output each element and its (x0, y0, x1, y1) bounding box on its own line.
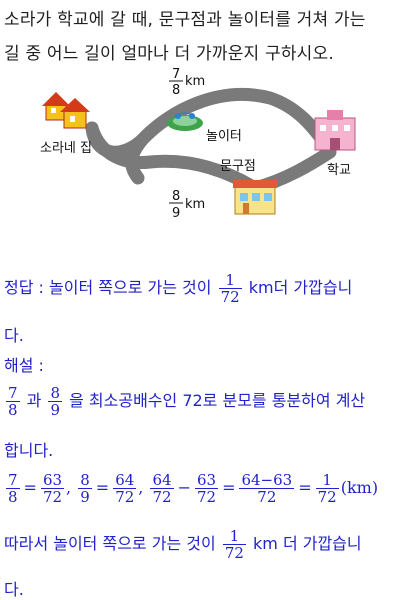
explanation-title-text: 해설 : (4, 356, 44, 375)
answer-frac-num: 1 (218, 272, 242, 289)
conclusion-frac-den: 72 (224, 544, 244, 562)
question-line-1: 소라가 학교에 갈 때, 문구점과 놀이터를 거쳐 가는 (4, 10, 366, 30)
conclusion-line: 따라서 놀이터 쪽으로 가는 것이 1 72 km 더 가깝습니 (4, 528, 362, 561)
school-label: 학교 (327, 163, 351, 178)
bottom-route-denominator: 9 (172, 206, 180, 221)
top-route-numerator: 7 (172, 67, 180, 82)
home-label: 소라네 집 (40, 141, 92, 156)
stationery-label: 문구점 (220, 159, 256, 174)
stationery-store-icon (233, 180, 277, 215)
answer-frac-den: 72 (220, 288, 240, 306)
question-text: 소라가 학교에 갈 때, 문구점과 놀이터를 거쳐 가는 길 중 어느 길이 얼… (4, 3, 398, 71)
road-branch (125, 133, 149, 185)
top-route-denominator: 8 (172, 83, 180, 98)
school-icon (314, 110, 356, 151)
answer-suffix: km더 가깝습니 (248, 278, 353, 297)
exp-frac-2-num: 8 (48, 384, 63, 402)
eq-sign-3: = (222, 478, 236, 497)
top-route-unit: km (185, 74, 205, 89)
answer-fraction: 1 72 (218, 272, 242, 306)
answer-line: 정답 : 놀이터 쪽으로 가는 것이 1 72 km더 가깝습니 (4, 272, 352, 305)
eq-comma-2: , (138, 478, 144, 497)
route-map-svg: 소라네 집 놀이터 문구점 학교 7 8 km 8 9 km (40, 67, 356, 221)
exp-mid-text: 과 (26, 391, 42, 410)
conclusion-fraction: 1 72 (222, 528, 246, 562)
playground-icon (167, 112, 203, 131)
question-line-2: 길 중 어느 길이 얼마나 더 가까운지 구하시오. (4, 44, 334, 64)
bottom-route-unit: km (185, 197, 205, 212)
exp-frac-2-den: 9 (50, 401, 61, 419)
eq-comma-1: , (66, 478, 72, 497)
eq-sign-4: = (298, 478, 312, 497)
explanation-line-1: 7 8 과 8 9 을 최소공배수인 72로 분모를 통분하여 계산 (4, 385, 365, 418)
exp-frac-2: 8 9 (48, 384, 63, 419)
route-diagram: 소라네 집 놀이터 문구점 학교 7 8 km 8 9 km (30, 60, 380, 230)
house-icon (42, 92, 90, 129)
exp-frac-1-den: 8 (8, 401, 18, 419)
eq-minus: − (177, 478, 191, 497)
exp-frac-1-num: 7 (6, 384, 20, 402)
exp-line-2-text: 합니다. (4, 441, 54, 460)
conclusion-suffix: km 더 가깝습니 (253, 534, 362, 553)
answer-cont-text: 다. (4, 326, 24, 345)
conclusion-cont: 다. (4, 576, 24, 600)
exp-frac-1: 7 8 (6, 385, 20, 418)
answer-cont: 다. (4, 322, 24, 346)
conclusion-prefix: 따라서 놀이터 쪽으로 가는 것이 (4, 534, 216, 553)
exp-rest-text: 을 최소공배수인 72로 분모를 통분하여 계산 (69, 391, 366, 410)
explanation-line-2: 합니다. (4, 437, 53, 461)
eq-sign-1: = (23, 478, 37, 497)
answer-prefix: 정답 : 놀이터 쪽으로 가는 것이 (4, 278, 212, 297)
eq-unit: (km) (340, 478, 379, 497)
playground-label: 놀이터 (206, 129, 242, 144)
eq-sign-2: = (95, 478, 110, 497)
conclusion-frac-num: 1 (222, 528, 246, 545)
bottom-route-numerator: 8 (172, 189, 180, 204)
explanation-title: 해설 : (4, 352, 44, 376)
conclusion-cont-text: 다. (4, 580, 24, 599)
